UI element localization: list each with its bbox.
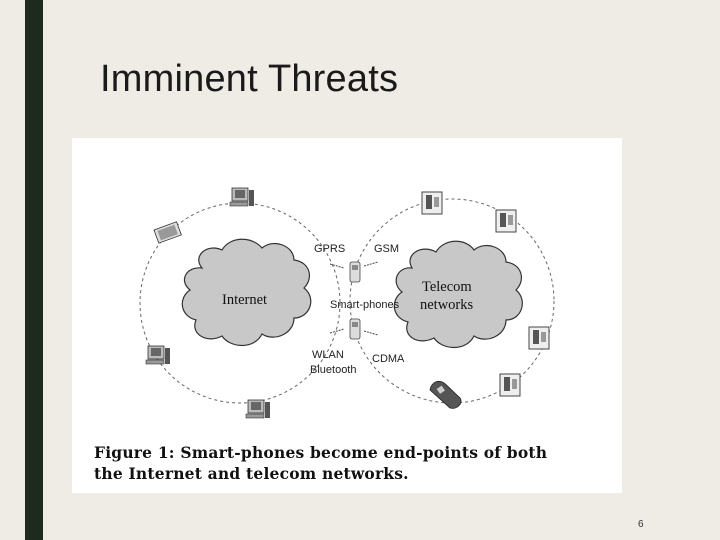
cdma-label: CDMA: [372, 353, 405, 365]
smartphones-label: Smart-phones: [330, 299, 400, 311]
internet-cloud: [181, 238, 312, 347]
figure-caption: Figure 1: Smart-phones become end-points…: [94, 442, 614, 484]
desktop-computer-icon: [245, 399, 270, 419]
telephone-icon: [421, 191, 443, 215]
telecom-label-line1: Telecom: [422, 279, 472, 295]
laptop-icon: [153, 221, 182, 244]
telecom-boundary-circle: [349, 198, 555, 404]
desktop-computer-icon: [229, 187, 254, 207]
gsm-label: GSM: [374, 243, 399, 255]
figure-image: Internet Telecom networks GPRS GSM Smart…: [72, 138, 622, 493]
smartphone-icon: [329, 318, 379, 340]
page-number: 6: [638, 519, 644, 530]
network-diagram: Internet Telecom networks GPRS GSM Smart…: [139, 187, 555, 419]
bluetooth-label: Bluetooth: [310, 364, 356, 376]
telecom-cloud: [393, 240, 523, 349]
smartphone-icon: [329, 261, 379, 283]
wlan-label: WLAN: [312, 349, 344, 361]
desktop-computer-icon: [145, 345, 170, 365]
telephone-icon: [495, 209, 517, 233]
slide-accent-bar: [25, 0, 43, 540]
gprs-label: GPRS: [314, 243, 345, 255]
telephone-icon: [528, 326, 550, 350]
cell-phone-icon: [429, 380, 462, 409]
slide-title: Imminent Threats: [100, 58, 399, 100]
internet-label: Internet: [222, 292, 267, 308]
caption-line-1: Figure 1: Smart-phones become end-points…: [94, 443, 548, 462]
telephone-icon: [499, 373, 521, 397]
telecom-label-line2: networks: [420, 297, 474, 313]
caption-line-2: the Internet and telecom networks.: [94, 464, 409, 483]
